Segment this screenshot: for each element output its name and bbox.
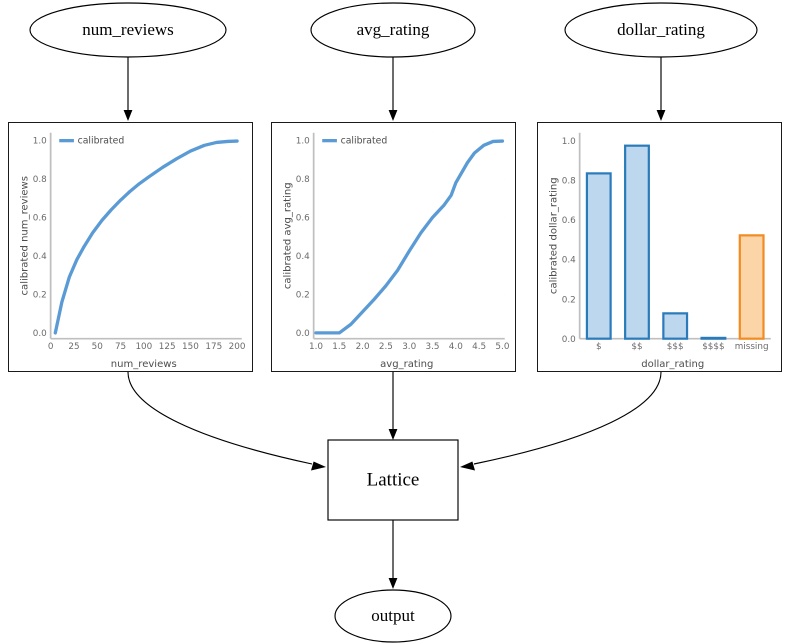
x-tick-label: 200	[229, 342, 246, 352]
x-tick-label: 25	[68, 342, 79, 352]
chart-xlabel: avg_rating	[380, 359, 433, 370]
edge-avg-rating-to-chart	[388, 57, 398, 121]
bar	[662, 312, 689, 340]
node-num-reviews[interactable]: num_reviews	[29, 2, 227, 58]
y-tick-label: 0.4	[562, 256, 576, 266]
chart-dollar-rating: 0.00.20.40.60.81.0$$$$$$$$$$missing doll…	[548, 132, 771, 370]
chart-panel-avg-rating[interactable]: 0.0 0.2 0.4 0.6 0.8 1.0 1.0 1.5 2.0 2.5 3.0 3.5 4.0 4…	[271, 122, 516, 372]
chart-ticks: 0.0 0.2 0.4 0.6 0.8 1.0 1.0 1.5 2.0 2.5 3.0 3.5 4.0 4…	[296, 137, 510, 352]
chart-panel-num-reviews[interactable]: 0.0 0.2 0.4 0.6 0.8 1.0 0 25 50 75 100 125 150 175 200…	[8, 122, 253, 372]
x-tick-label: 0	[48, 342, 54, 352]
chart-num-reviews: 0.0 0.2 0.4 0.6 0.8 1.0 0 25 50 75 100 125 150 175 200…	[19, 132, 246, 370]
y-tick-label: 0.4	[296, 252, 310, 262]
x-tick-label: 2.5	[379, 342, 393, 352]
bar	[585, 172, 612, 340]
node-dollar-rating[interactable]: dollar_rating	[564, 2, 758, 58]
bar	[738, 234, 765, 340]
chart-ylabel: calibrated avg_rating	[282, 182, 293, 289]
chart-axes	[312, 132, 505, 340]
x-tick-label: $	[596, 342, 602, 352]
node-dollar-rating-label: dollar_rating	[617, 20, 705, 39]
y-tick-label: 0.4	[33, 252, 47, 262]
edge-num-reviews-to-chart	[123, 57, 133, 121]
y-tick-label: 0.0	[33, 329, 47, 339]
chart-series	[314, 139, 505, 335]
y-tick-label: 0.8	[33, 175, 47, 185]
y-tick-label: 0.8	[296, 175, 310, 185]
x-tick-label: 4.0	[449, 342, 463, 352]
chart-xlabel: dollar_rating	[641, 359, 704, 370]
x-tick-label: $$	[631, 342, 642, 352]
y-tick-label: 0.2	[562, 295, 576, 305]
y-tick-label: 0.0	[296, 329, 310, 339]
y-tick-label: 1.0	[33, 137, 47, 147]
x-tick-label: 75	[115, 342, 126, 352]
lattice-box-label: Lattice	[367, 469, 420, 490]
chart-xlabel: num_reviews	[111, 359, 177, 370]
legend-label: calibrated	[78, 136, 125, 147]
x-tick-label: 2.0	[356, 342, 370, 352]
x-tick-label: 1.0	[309, 342, 323, 352]
chart-bars	[585, 144, 765, 340]
x-tick-label: 1.5	[332, 342, 346, 352]
x-tick-label: $$$$	[702, 342, 724, 352]
y-tick-label: 0.6	[562, 216, 576, 226]
edge-chart-num-reviews-to-lattice	[127, 371, 326, 471]
y-tick-label: 0.2	[296, 291, 310, 301]
x-tick-label: 125	[159, 342, 176, 352]
node-num-reviews-label: num_reviews	[82, 20, 174, 39]
x-tick-label: missing	[735, 342, 769, 352]
chart-ticks: 0.0 0.2 0.4 0.6 0.8 1.0 0 25 50 75 100 125 150 175 200	[33, 137, 246, 352]
bar	[624, 144, 650, 340]
edge-dollar-rating-to-chart	[656, 57, 666, 121]
node-avg-rating-label: avg_rating	[357, 20, 430, 39]
chart-legend: calibrated	[322, 136, 387, 147]
x-tick-label: $$$	[667, 342, 684, 352]
edge-chart-dollar-rating-to-lattice	[460, 371, 662, 471]
chart-ticks: 0.00.20.40.60.81.0$$$$$$$$$$missing	[562, 137, 769, 352]
y-tick-label: 0.6	[296, 214, 310, 224]
node-output[interactable]: output	[334, 589, 452, 643]
lattice-box[interactable]: Lattice	[327, 439, 459, 521]
legend-label: calibrated	[341, 136, 388, 147]
y-tick-label: 0.6	[33, 214, 47, 224]
node-avg-rating[interactable]: avg_rating	[310, 2, 476, 58]
node-output-label: output	[371, 606, 415, 625]
plot-background	[50, 132, 242, 339]
x-tick-label: 150	[182, 342, 199, 352]
y-tick-label: 0.2	[33, 291, 47, 301]
y-tick-label: 1.0	[562, 137, 576, 147]
chart-avg-rating: 0.0 0.2 0.4 0.6 0.8 1.0 1.0 1.5 2.0 2.5 3.0 3.5 4.0 4…	[282, 132, 510, 370]
chart-legend: calibrated	[59, 136, 124, 147]
x-tick-label: 175	[205, 342, 222, 352]
series-line	[53, 139, 239, 335]
bar	[700, 336, 727, 340]
chart-series	[53, 139, 239, 335]
y-tick-label: 0.8	[562, 177, 576, 187]
plot-background	[313, 132, 505, 339]
chart-ylabel: calibrated num_reviews	[19, 176, 30, 295]
y-tick-label: 0.0	[562, 335, 576, 345]
x-tick-label: 4.5	[472, 342, 486, 352]
chart-axes	[49, 132, 242, 340]
series-line	[314, 139, 505, 335]
x-tick-label: 100	[135, 342, 152, 352]
x-tick-label: 5.0	[495, 342, 509, 352]
edge-lattice-to-output	[388, 520, 398, 589]
x-tick-label: 50	[92, 342, 104, 352]
edge-chart-avg-rating-to-lattice	[388, 372, 398, 440]
y-tick-label: 1.0	[296, 137, 310, 147]
x-tick-label: 3.5	[425, 342, 439, 352]
x-tick-label: 3.0	[402, 342, 416, 352]
node-output-ellipse	[334, 589, 452, 643]
chart-ylabel: calibrated dollar_rating	[548, 177, 559, 294]
